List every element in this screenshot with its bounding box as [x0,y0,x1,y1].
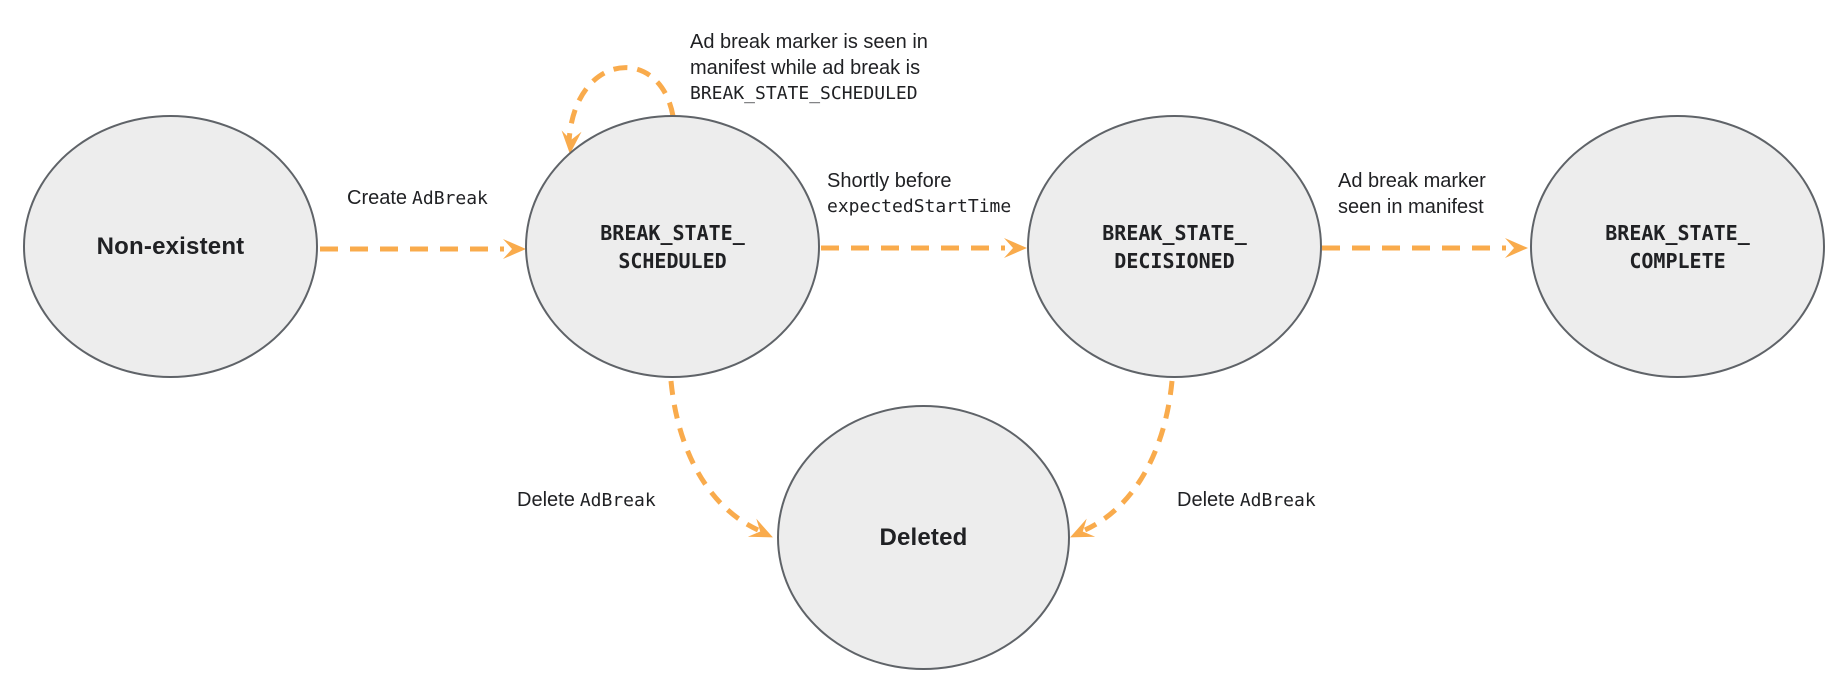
edge-delete-from-decisioned [1083,380,1175,533]
edge-label-text: Ad break marker is seen in [690,31,928,53]
state-deleted: Deleted [777,405,1070,670]
state-label-line: COMPLETE [1629,248,1726,273]
state-label-line: BREAK_STATE_ [1102,220,1247,245]
edge-delete-from-scheduled [668,380,760,533]
state-label-line: DECISIONED [1114,248,1235,273]
state-break-state-decisioned: BREAK_STATE_ DECISIONED [1027,115,1322,378]
edge-label-text: manifest while ad break is [690,57,921,79]
edge-label-self-loop: Ad break marker is seen in manifest whil… [690,29,928,107]
edge-label-code: BREAK_STATE_SCHEDULED [690,83,918,104]
state-break-state-complete-label: BREAK_STATE_ COMPLETE [1605,219,1750,275]
state-label-line: BREAK_STATE_ [1605,220,1750,245]
edge-label-code: AdBreak [579,490,656,511]
state-non-existent-label: Non-existent [96,232,245,260]
arrowhead-to-complete [1505,238,1528,258]
arrowhead-delete-from-decisioned [1070,518,1096,538]
edge-label-text: Delete [517,489,575,511]
state-break-state-scheduled: BREAK_STATE_ SCHEDULED [525,115,820,378]
arrowhead-to-decisioned [1004,238,1027,258]
arrowhead-create-adbreak [503,239,526,259]
arrowhead-delete-from-scheduled [747,518,773,538]
state-break-state-decisioned-label: BREAK_STATE_ DECISIONED [1102,219,1247,275]
edge-label-text: Shortly before [827,170,952,192]
edge-label-code: AdBreak [1239,490,1316,511]
state-label-line: BREAK_STATE_ [600,220,745,245]
edge-label-text: Delete [1177,489,1235,511]
edge-label-text: Ad break marker [1338,170,1486,192]
state-deleted-label: Deleted [879,523,968,551]
edge-label-text: Create [347,187,408,209]
state-break-state-scheduled-label: BREAK_STATE_ SCHEDULED [600,219,745,275]
edge-label-code: expectedStartTime [827,196,1012,217]
state-non-existent: Non-existent [23,115,318,378]
edge-label-to-complete: Ad break marker seen in manifest [1338,168,1486,220]
edge-label-code: AdBreak [412,188,488,209]
edge-label-to-decisioned: Shortly before expectedStartTime [827,168,1011,220]
state-break-state-complete: BREAK_STATE_ COMPLETE [1530,115,1825,378]
edge-label-text: seen in manifest [1338,196,1484,218]
state-label-line: SCHEDULED [618,248,727,273]
